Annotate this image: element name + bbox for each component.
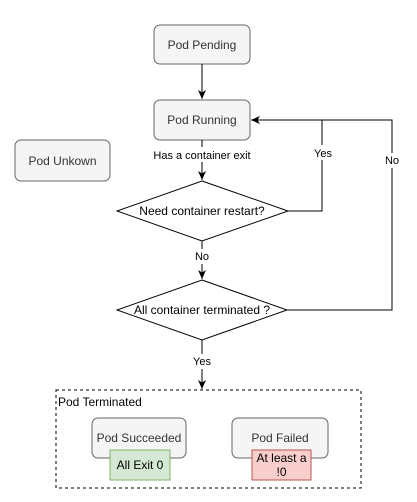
- node-pod-failed-label: Pod Failed: [251, 431, 308, 445]
- edge-label-bg: [150, 147, 254, 162]
- node-pod-unknown[interactable]: Pod Unkown: [14, 139, 111, 182]
- node-pod-running-label: Pod Running: [167, 113, 236, 127]
- edge-restart-yes-to-running: [251, 116, 323, 212]
- edge-label-terminated-yes: Yes: [193, 356, 211, 368]
- edge-terminated-no-to-running: [287, 119, 393, 311]
- edge-label-bg: [190, 354, 214, 369]
- edge-label-terminated-no: No: [385, 155, 399, 167]
- badge-all-exit-zero-box: [109, 449, 171, 481]
- node-pod-succeeded-label: Pod Succeeded: [97, 431, 182, 445]
- edge-label-restart-no: No: [195, 251, 209, 263]
- node-pod-succeeded[interactable]: Pod Succeeded: [91, 417, 187, 459]
- node-pod-pending-label: Pod Pending: [168, 38, 237, 52]
- node-pod-pending[interactable]: Pod Pending: [153, 24, 251, 65]
- group-pod-terminated-frame: [55, 389, 362, 489]
- node-pod-running[interactable]: Pod Running: [153, 99, 251, 141]
- decision-need-restart-label: Need container restart?: [139, 204, 265, 218]
- edge-label-bg: [312, 145, 334, 160]
- node-pod-unknown-box: [14, 139, 111, 182]
- node-pod-unknown-label: Pod Unkown: [28, 154, 96, 168]
- edge-label-bg: [192, 249, 212, 264]
- edge-label-restart-yes: Yes: [314, 148, 332, 160]
- badge-all-exit-zero: All Exit 0: [109, 449, 171, 481]
- badge-at-least-nonzero-box: [251, 449, 312, 481]
- badge-at-least-nonzero: At least a !0: [251, 449, 312, 481]
- badge-all-exit-zero-label: All Exit 0: [117, 458, 164, 472]
- group-pod-terminated[interactable]: Pod Terminated Pod Succeeded Pod Failed …: [55, 389, 362, 489]
- edge-label-has-container-exit: Has a container exit: [153, 150, 250, 162]
- badge-at-least-nonzero-line1: At least a: [256, 451, 306, 465]
- edge-label-bg: [383, 153, 401, 168]
- badge-at-least-nonzero-line2: !0: [276, 465, 286, 479]
- group-pod-terminated-title: Pod Terminated: [58, 395, 142, 409]
- decision-all-terminated[interactable]: All container terminated ?: [115, 279, 289, 341]
- decision-need-restart[interactable]: Need container restart?: [115, 180, 290, 242]
- node-pod-failed[interactable]: Pod Failed: [231, 417, 329, 459]
- decision-all-terminated-label: All container terminated ?: [134, 303, 270, 317]
